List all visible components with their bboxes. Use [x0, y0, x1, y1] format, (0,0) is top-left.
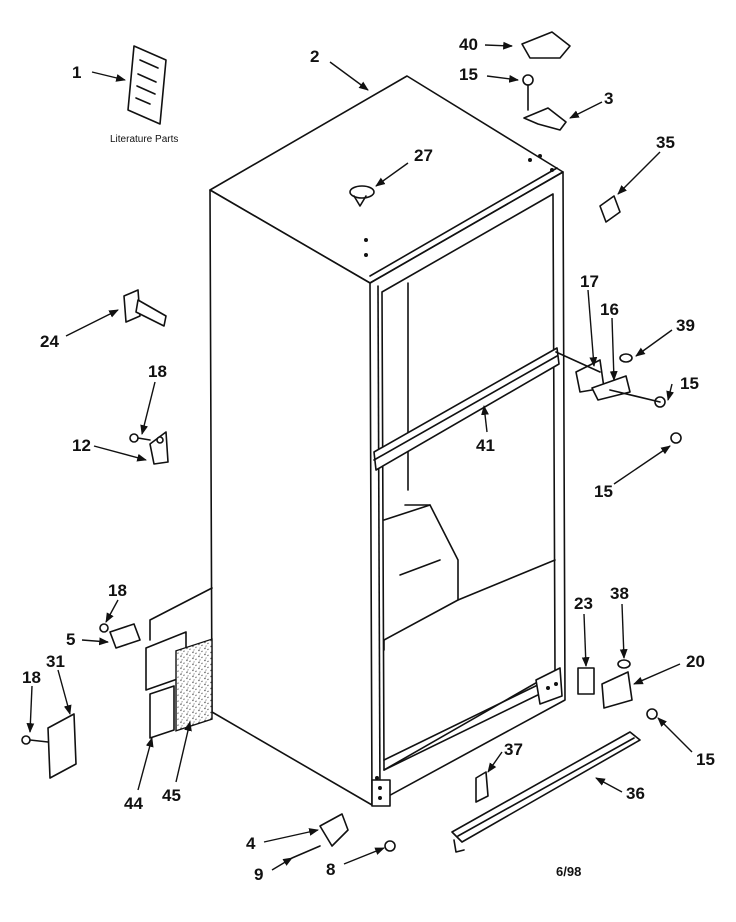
callout-15-bottom: 15	[696, 750, 715, 769]
revision-date: 6/98	[556, 864, 581, 879]
callout-27: 27	[414, 146, 433, 165]
callout-15-hinge: 15	[680, 374, 699, 393]
hinge-cover	[521, 31, 571, 59]
callout-1: 1	[72, 63, 81, 82]
hinge-clip	[599, 195, 621, 223]
callout-39: 39	[676, 316, 695, 335]
callout-15-top: 15	[459, 65, 478, 84]
callout-2: 2	[310, 47, 319, 66]
callout-41: 41	[476, 436, 495, 455]
bracket-screw	[129, 433, 151, 443]
callout-36: 36	[626, 784, 645, 803]
callout-16: 16	[600, 300, 619, 319]
callout-17: 17	[580, 272, 599, 291]
top-hinge	[523, 107, 567, 131]
callout-38: 38	[610, 584, 629, 603]
side-cover	[21, 713, 77, 779]
callout-37: 37	[504, 740, 523, 759]
callout-15-lower: 15	[594, 482, 613, 501]
callout-4: 4	[246, 834, 256, 853]
callout-24: 24	[40, 332, 59, 351]
callout-12: 12	[72, 436, 91, 455]
callout-18-upper: 18	[148, 362, 167, 381]
callout-labels: 1 2 40 15 3 35 27 24 17 16 39 15 15 18 1…	[22, 35, 715, 884]
callout-45: 45	[162, 786, 181, 805]
callout-8: 8	[326, 860, 335, 879]
center-hinge	[555, 351, 682, 444]
callout-5: 5	[66, 630, 75, 649]
leader-lines	[26, 41, 693, 871]
left-bracket	[149, 431, 169, 465]
callout-20: 20	[686, 652, 705, 671]
callout-9: 9	[254, 865, 263, 884]
lower-left-panel	[145, 587, 213, 739]
bottom-hinge	[577, 659, 658, 720]
callout-35: 35	[656, 133, 675, 152]
callout-23: 23	[574, 594, 593, 613]
hinge-screw-top	[522, 74, 534, 111]
door-stop	[123, 289, 167, 327]
callout-40: 40	[459, 35, 478, 54]
literature-caption: Literature Parts	[110, 134, 178, 145]
cabinet-shell	[209, 75, 566, 807]
literature-booklet	[127, 45, 167, 125]
toe-grille	[451, 731, 641, 853]
leveling-roller	[291, 813, 396, 859]
callout-31: 31	[46, 652, 65, 671]
callout-44: 44	[124, 794, 143, 813]
panel-clip	[99, 623, 141, 649]
top-plug	[349, 185, 375, 207]
divider-bar	[373, 347, 560, 471]
callout-18-lower: 18	[22, 668, 41, 687]
callout-18-middle: 18	[108, 581, 127, 600]
grille-clip	[475, 771, 489, 803]
callout-3: 3	[604, 89, 613, 108]
